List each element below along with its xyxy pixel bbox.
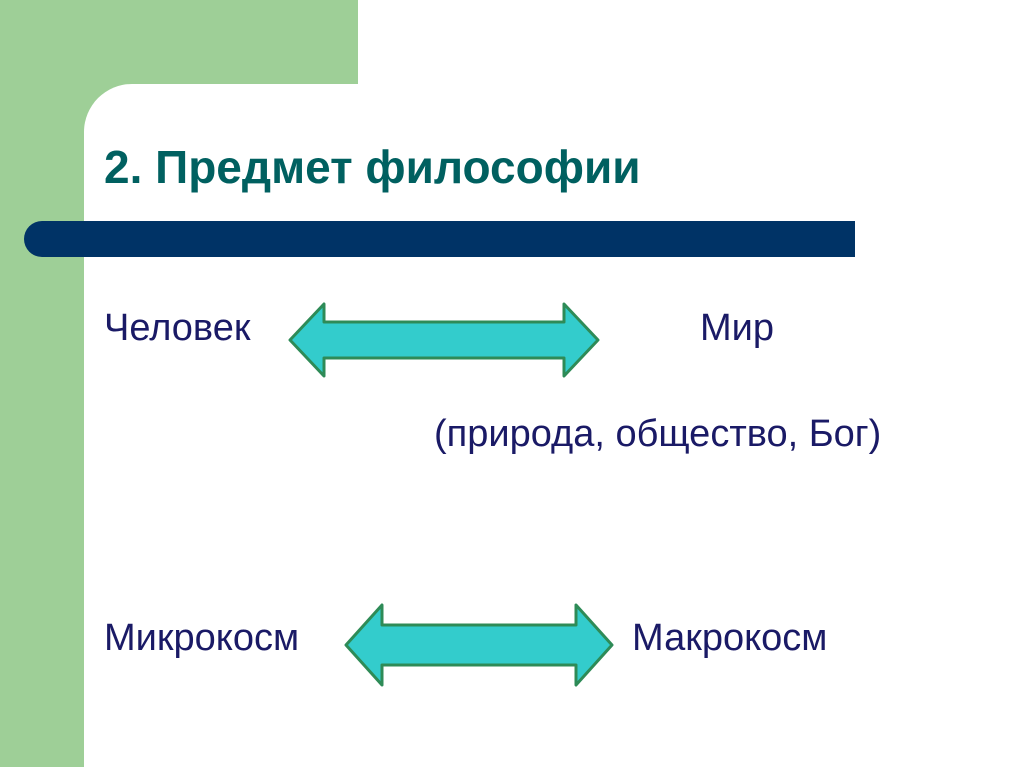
double-arrow-icon	[344, 603, 614, 687]
label-makrokosm: Макрокосм	[632, 617, 828, 659]
title-underline-bar	[24, 221, 855, 257]
top-white-area	[358, 0, 1024, 84]
double-arrow-icon	[288, 302, 600, 378]
label-mir: Мир	[700, 307, 775, 349]
label-chelovek: Человек	[104, 307, 251, 349]
slide-content-panel	[84, 84, 1024, 784]
label-mikrokosm: Микрокосм	[104, 617, 300, 659]
slide-title: 2. Предмет философии	[104, 141, 641, 193]
label-mir-examples: (природа, общество, Бог)	[434, 413, 882, 455]
